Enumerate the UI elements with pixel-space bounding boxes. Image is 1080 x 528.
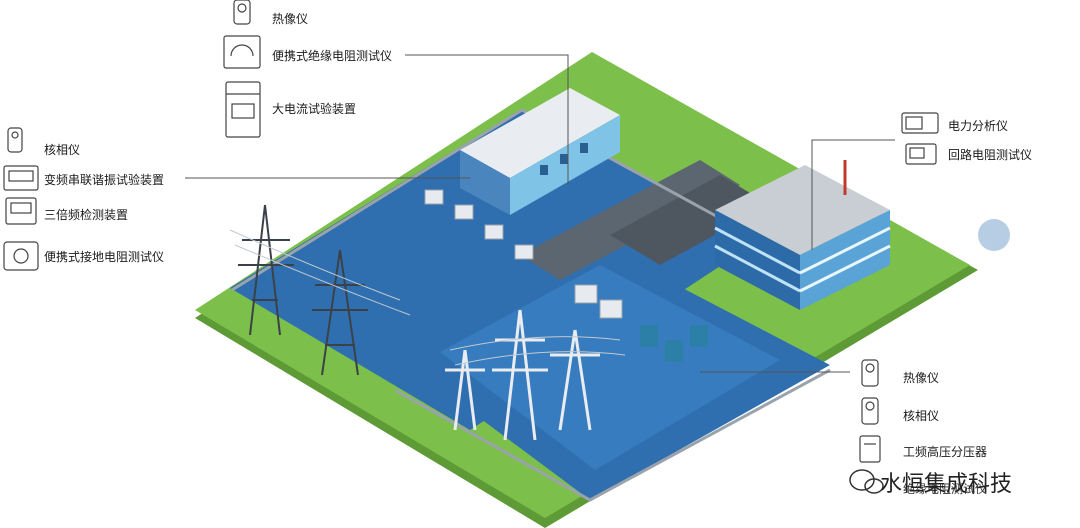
watermark-brand: 水恒集成科技 <box>880 472 1013 497</box>
phase-checker-icon-left <box>7 127 23 153</box>
white-towers <box>445 309 600 441</box>
phase-checker-icon-right <box>861 397 879 425</box>
control-building <box>460 88 620 215</box>
label-obscured-tester: 绝缘电阻测试仪 <box>903 482 988 496</box>
label-insulation-tester: 便携式绝缘电阻测试仪 <box>272 49 393 63</box>
watermark-logo <box>978 219 1010 251</box>
label-phase-checker-right: 核相仪 <box>903 409 940 423</box>
label-ground-tester: 便携式接地电阻测试仪 <box>44 250 165 264</box>
resonance-icon <box>3 165 39 191</box>
power-lines <box>229 229 626 366</box>
thermal-imager-icon <box>233 0 251 25</box>
fence-left <box>231 108 523 292</box>
insulation-meter-icon <box>223 35 261 69</box>
current-cabinet-icon <box>225 81 261 138</box>
label-resonance: 变频串联谐振试验装置 <box>44 173 165 187</box>
transmission-towers <box>238 204 368 376</box>
loop-tester-icon <box>905 143 937 165</box>
label-triple-freq: 三倍频检测装置 <box>44 208 129 222</box>
power-analyzer-icon <box>901 112 939 134</box>
thermal-imager-icon-right <box>861 359 879 387</box>
red-transformers <box>640 325 708 362</box>
leader-lines <box>185 54 895 373</box>
ground-tester-icon <box>3 241 39 271</box>
label-high-current: 大电流试验装置 <box>272 102 357 116</box>
yard-left <box>230 110 760 430</box>
office-building <box>714 160 891 310</box>
transformers <box>424 189 623 319</box>
road-main <box>520 160 740 280</box>
yard-highlight <box>440 265 780 470</box>
label-thermal-imager-top: 热像仪 <box>272 12 309 26</box>
label-phase-checker-left: 核相仪 <box>44 143 81 157</box>
wechat-icon <box>849 469 884 494</box>
voltage-divider-icon <box>859 435 881 463</box>
label-loop-tester: 回路电阻测试仪 <box>948 148 1033 162</box>
road-parking <box>610 175 770 265</box>
triple-freq-icon <box>5 197 37 225</box>
label-thermal-imager-right: 热像仪 <box>903 371 940 385</box>
fence-bottom <box>394 368 831 502</box>
label-power-analyzer: 电力分析仪 <box>948 119 1009 133</box>
label-voltage-divider: 工频高压分压器 <box>903 445 988 459</box>
